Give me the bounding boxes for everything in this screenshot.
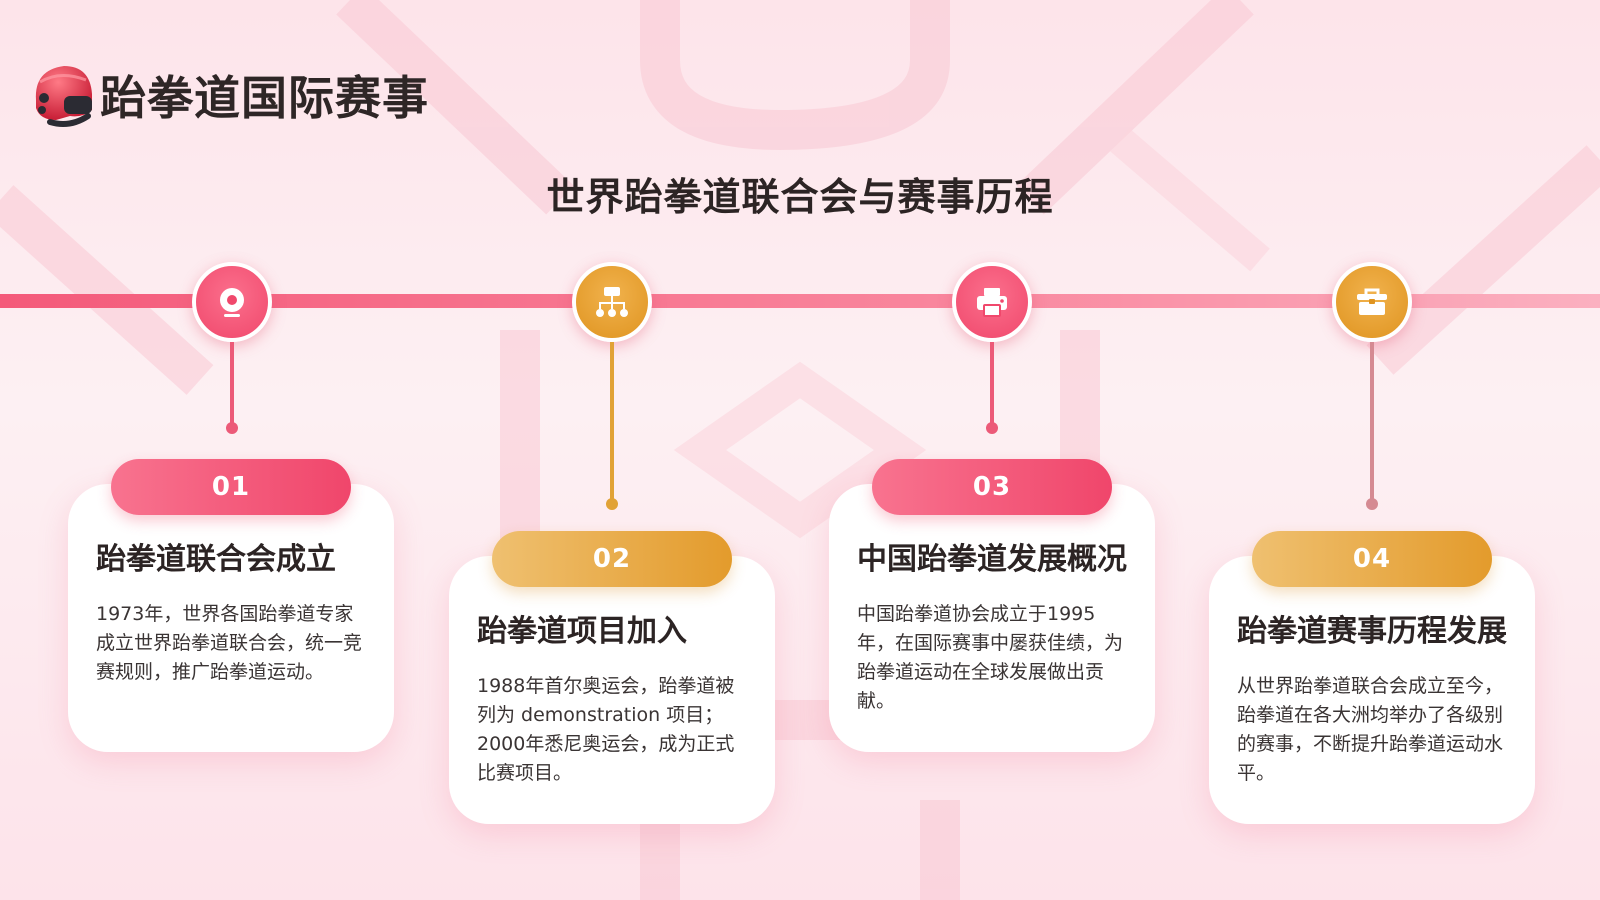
step-2-title: 跆拳道项目加入	[477, 614, 687, 649]
printer-icon	[977, 288, 1007, 317]
step-2-node	[572, 262, 652, 342]
step-4-text: 从世界跆拳道联合会成立至今，跆拳道在各大洲均举办了各级别的赛事，不断提升跆拳道运…	[1237, 675, 1504, 784]
step-2-text: 1988年首尔奥运会，跆拳道被列为 demonstration 项目；2000年…	[477, 675, 735, 784]
step-card-2: 跆拳道项目加入 1988年首尔奥运会，跆拳道被列为 demonstration …	[449, 556, 775, 824]
step-3-text: 中国跆拳道协会成立于1995年，在国际赛事中屡获佳绩，为跆拳道运动在全球发展做出…	[857, 603, 1124, 712]
toolbox-icon	[1357, 288, 1387, 315]
header: 跆拳道国际赛事	[30, 60, 429, 130]
timeline-bar	[0, 294, 1600, 308]
org-chart-icon	[596, 287, 628, 317]
step-4-node	[1332, 262, 1412, 342]
brand-title: 跆拳道国际赛事	[100, 71, 429, 125]
step-3-stem	[990, 342, 994, 426]
step-4-dot	[1366, 498, 1378, 510]
step-4-title: 跆拳道赛事历程发展	[1237, 614, 1507, 649]
webcam-icon	[220, 288, 244, 317]
step-1-stem	[230, 342, 234, 426]
step-1-dot	[226, 422, 238, 434]
step-1-text: 1973年，世界各国跆拳道专家成立世界跆拳道联合会，统一竞赛规则，推广跆拳道运动…	[96, 603, 363, 683]
step-2-stem	[610, 342, 614, 502]
step-3-node	[952, 262, 1032, 342]
step-4-stem	[1370, 342, 1374, 502]
step-card-3: 中国跆拳道发展概况 中国跆拳道协会成立于1995年，在国际赛事中屡获佳绩，为跆拳…	[829, 484, 1155, 752]
step-1-node	[192, 262, 272, 342]
step-card-4: 跆拳道赛事历程发展 从世界跆拳道联合会成立至今，跆拳道在各大洲均举办了各级别的赛…	[1209, 556, 1535, 824]
step-card-1: 跆拳道联合会成立 1973年，世界各国跆拳道专家成立世界跆拳道联合会，统一竞赛规…	[68, 484, 394, 752]
step-4-number: 04	[1252, 531, 1492, 587]
step-1-number: 01	[111, 459, 351, 515]
step-2-number: 02	[492, 531, 732, 587]
page-subtitle: 世界跆拳道联合会与赛事历程	[546, 175, 1054, 219]
helmet-icon	[35, 66, 92, 127]
step-3-dot	[986, 422, 998, 434]
step-2-dot	[606, 498, 618, 510]
step-3-number: 03	[872, 459, 1112, 515]
step-3-title: 中国跆拳道发展概况	[857, 542, 1127, 577]
step-1-title: 跆拳道联合会成立	[96, 542, 336, 577]
